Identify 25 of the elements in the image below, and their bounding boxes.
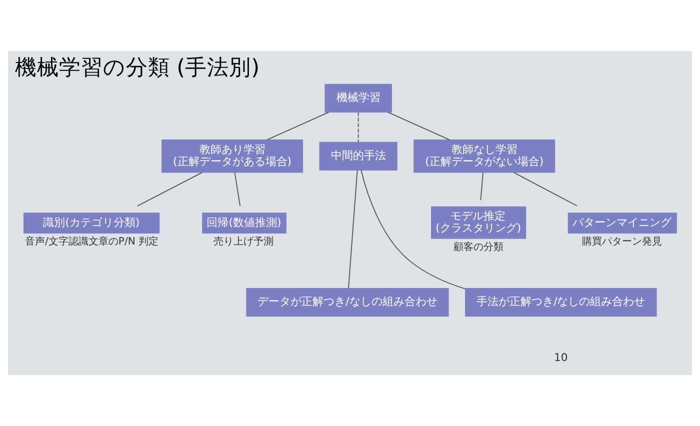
label: 10 xyxy=(554,350,568,364)
node-label: 顧客の分類 xyxy=(453,242,504,254)
connector xyxy=(137,172,203,206)
node-label: 音声/文字認識文章のP/N 判定 xyxy=(25,236,159,248)
connector xyxy=(387,112,450,140)
connector xyxy=(348,170,358,289)
connector xyxy=(266,112,330,140)
node-box: 中間的手法 xyxy=(319,142,398,170)
node-label: 購買パターン発見 xyxy=(582,236,662,248)
node-box: 回帰(数値推測) xyxy=(202,212,286,234)
connector xyxy=(360,170,466,290)
diagram-title: 機械学習の分類 (手法別) xyxy=(14,56,260,81)
connector xyxy=(234,172,241,206)
node-box: 教師なし学習(正解データがない場合) xyxy=(414,140,556,173)
node-box: 機械学習 xyxy=(324,84,392,112)
node-box: 教師あり学習(正解データがある場合) xyxy=(162,140,304,173)
node-box: パターンマイニング xyxy=(568,212,677,234)
connector xyxy=(358,112,359,143)
connector xyxy=(480,172,484,201)
connector xyxy=(513,172,578,206)
node-box: データが正解つき/なしの組み合わせ xyxy=(246,288,449,317)
node-label: 売り上げ予測 xyxy=(214,236,274,248)
node-box: 手法が正解つき/なしの組み合わせ xyxy=(465,288,657,317)
node-box: 識別(カテゴリ分類) xyxy=(23,212,160,234)
node-box: モデル推定(クラスタリング) xyxy=(431,206,526,239)
